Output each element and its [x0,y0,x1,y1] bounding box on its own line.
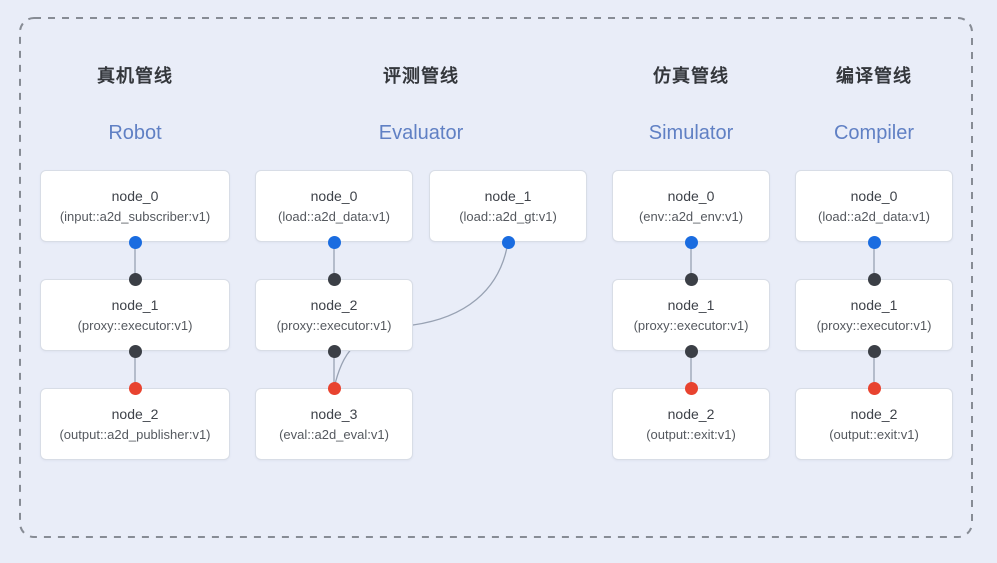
node-detail: (proxy::executor:v1) [816,317,932,333]
node-box-robot-2: node_2 (output::a2d_publisher:v1) [40,388,230,460]
port-dot-input-black [867,272,881,286]
node-name: node_0 [667,187,715,204]
node-detail: (proxy::executor:v1) [77,317,193,333]
port-dot-output-blue [867,235,881,249]
port-dot-output-blue [684,235,698,249]
node-detail: (proxy::executor:v1) [276,317,392,333]
node-detail: (output::exit:v1) [646,426,736,442]
port-dot-output-black [684,344,698,358]
node-name: node_0 [850,187,898,204]
node-detail: (load::a2d_data:v1) [817,208,931,224]
node-box-eval-2: node_2 (proxy::executor:v1) [255,279,413,351]
node-detail: (env::a2d_env:v1) [638,208,744,224]
port-dot-output-blue [501,235,515,249]
pipeline-title-zh-evaluator: 评测管线 [383,66,459,86]
pipeline-title-en-compiler: Compiler [833,122,915,144]
node-box-robot-0: node_0 (input::a2d_subscriber:v1) [40,170,230,242]
port-dot-output-blue [327,235,341,249]
node-box-comp-2: node_2 (output::exit:v1) [795,388,953,460]
node-name: node_2 [850,405,898,422]
node-name: node_0 [111,187,159,204]
pipeline-title-en-robot: Robot [108,122,162,144]
port-dot-output-black [327,344,341,358]
port-dot-input-black [128,272,142,286]
node-box-eval-3: node_3 (eval::a2d_eval:v1) [255,388,413,460]
node-box-sim-0: node_0 (env::a2d_env:v1) [612,170,770,242]
node-detail: (load::a2d_gt:v1) [459,208,557,224]
port-dot-input-red [684,381,698,395]
node-detail: (input::a2d_subscriber:v1) [59,208,211,224]
pipeline-title-zh-robot: 真机管线 [97,66,173,86]
node-name: node_2 [667,405,715,422]
port-dot-output-black [128,344,142,358]
node-name: node_3 [310,405,358,422]
pipeline-title-zh-simulator: 仿真管线 [653,66,729,86]
node-name: node_0 [310,187,358,204]
node-detail: (eval::a2d_eval:v1) [279,426,389,442]
port-dot-input-black [684,272,698,286]
node-box-eval-0: node_0 (load::a2d_data:v1) [255,170,413,242]
node-name: node_1 [484,187,532,204]
node-detail: (proxy::executor:v1) [633,317,749,333]
port-dot-input-red [867,381,881,395]
pipeline-title-en-evaluator: Evaluator [378,122,464,144]
port-dot-input-black [327,272,341,286]
dashed-frame [19,17,973,538]
port-dot-input-red [128,381,142,395]
node-detail: (load::a2d_data:v1) [277,208,391,224]
node-box-comp-1: node_1 (proxy::executor:v1) [795,279,953,351]
node-box-robot-1: node_1 (proxy::executor:v1) [40,279,230,351]
port-dot-output-blue [128,235,142,249]
connector-eval-1-3-curve [333,241,509,389]
port-dot-output-black [867,344,881,358]
node-name: node_1 [667,296,715,313]
node-box-comp-0: node_0 (load::a2d_data:v1) [795,170,953,242]
pipeline-title-zh-compiler: 编译管线 [836,66,912,86]
pipeline-title-en-simulator: Simulator [648,122,734,144]
node-name: node_2 [111,405,159,422]
node-box-sim-2: node_2 (output::exit:v1) [612,388,770,460]
node-box-eval-1: node_1 (load::a2d_gt:v1) [429,170,587,242]
node-detail: (output::a2d_publisher:v1) [59,426,211,442]
node-name: node_1 [111,296,159,313]
node-detail: (output::exit:v1) [829,426,919,442]
node-box-sim-1: node_1 (proxy::executor:v1) [612,279,770,351]
node-name: node_1 [850,296,898,313]
port-dot-input-red [327,381,341,395]
node-name: node_2 [310,296,358,313]
